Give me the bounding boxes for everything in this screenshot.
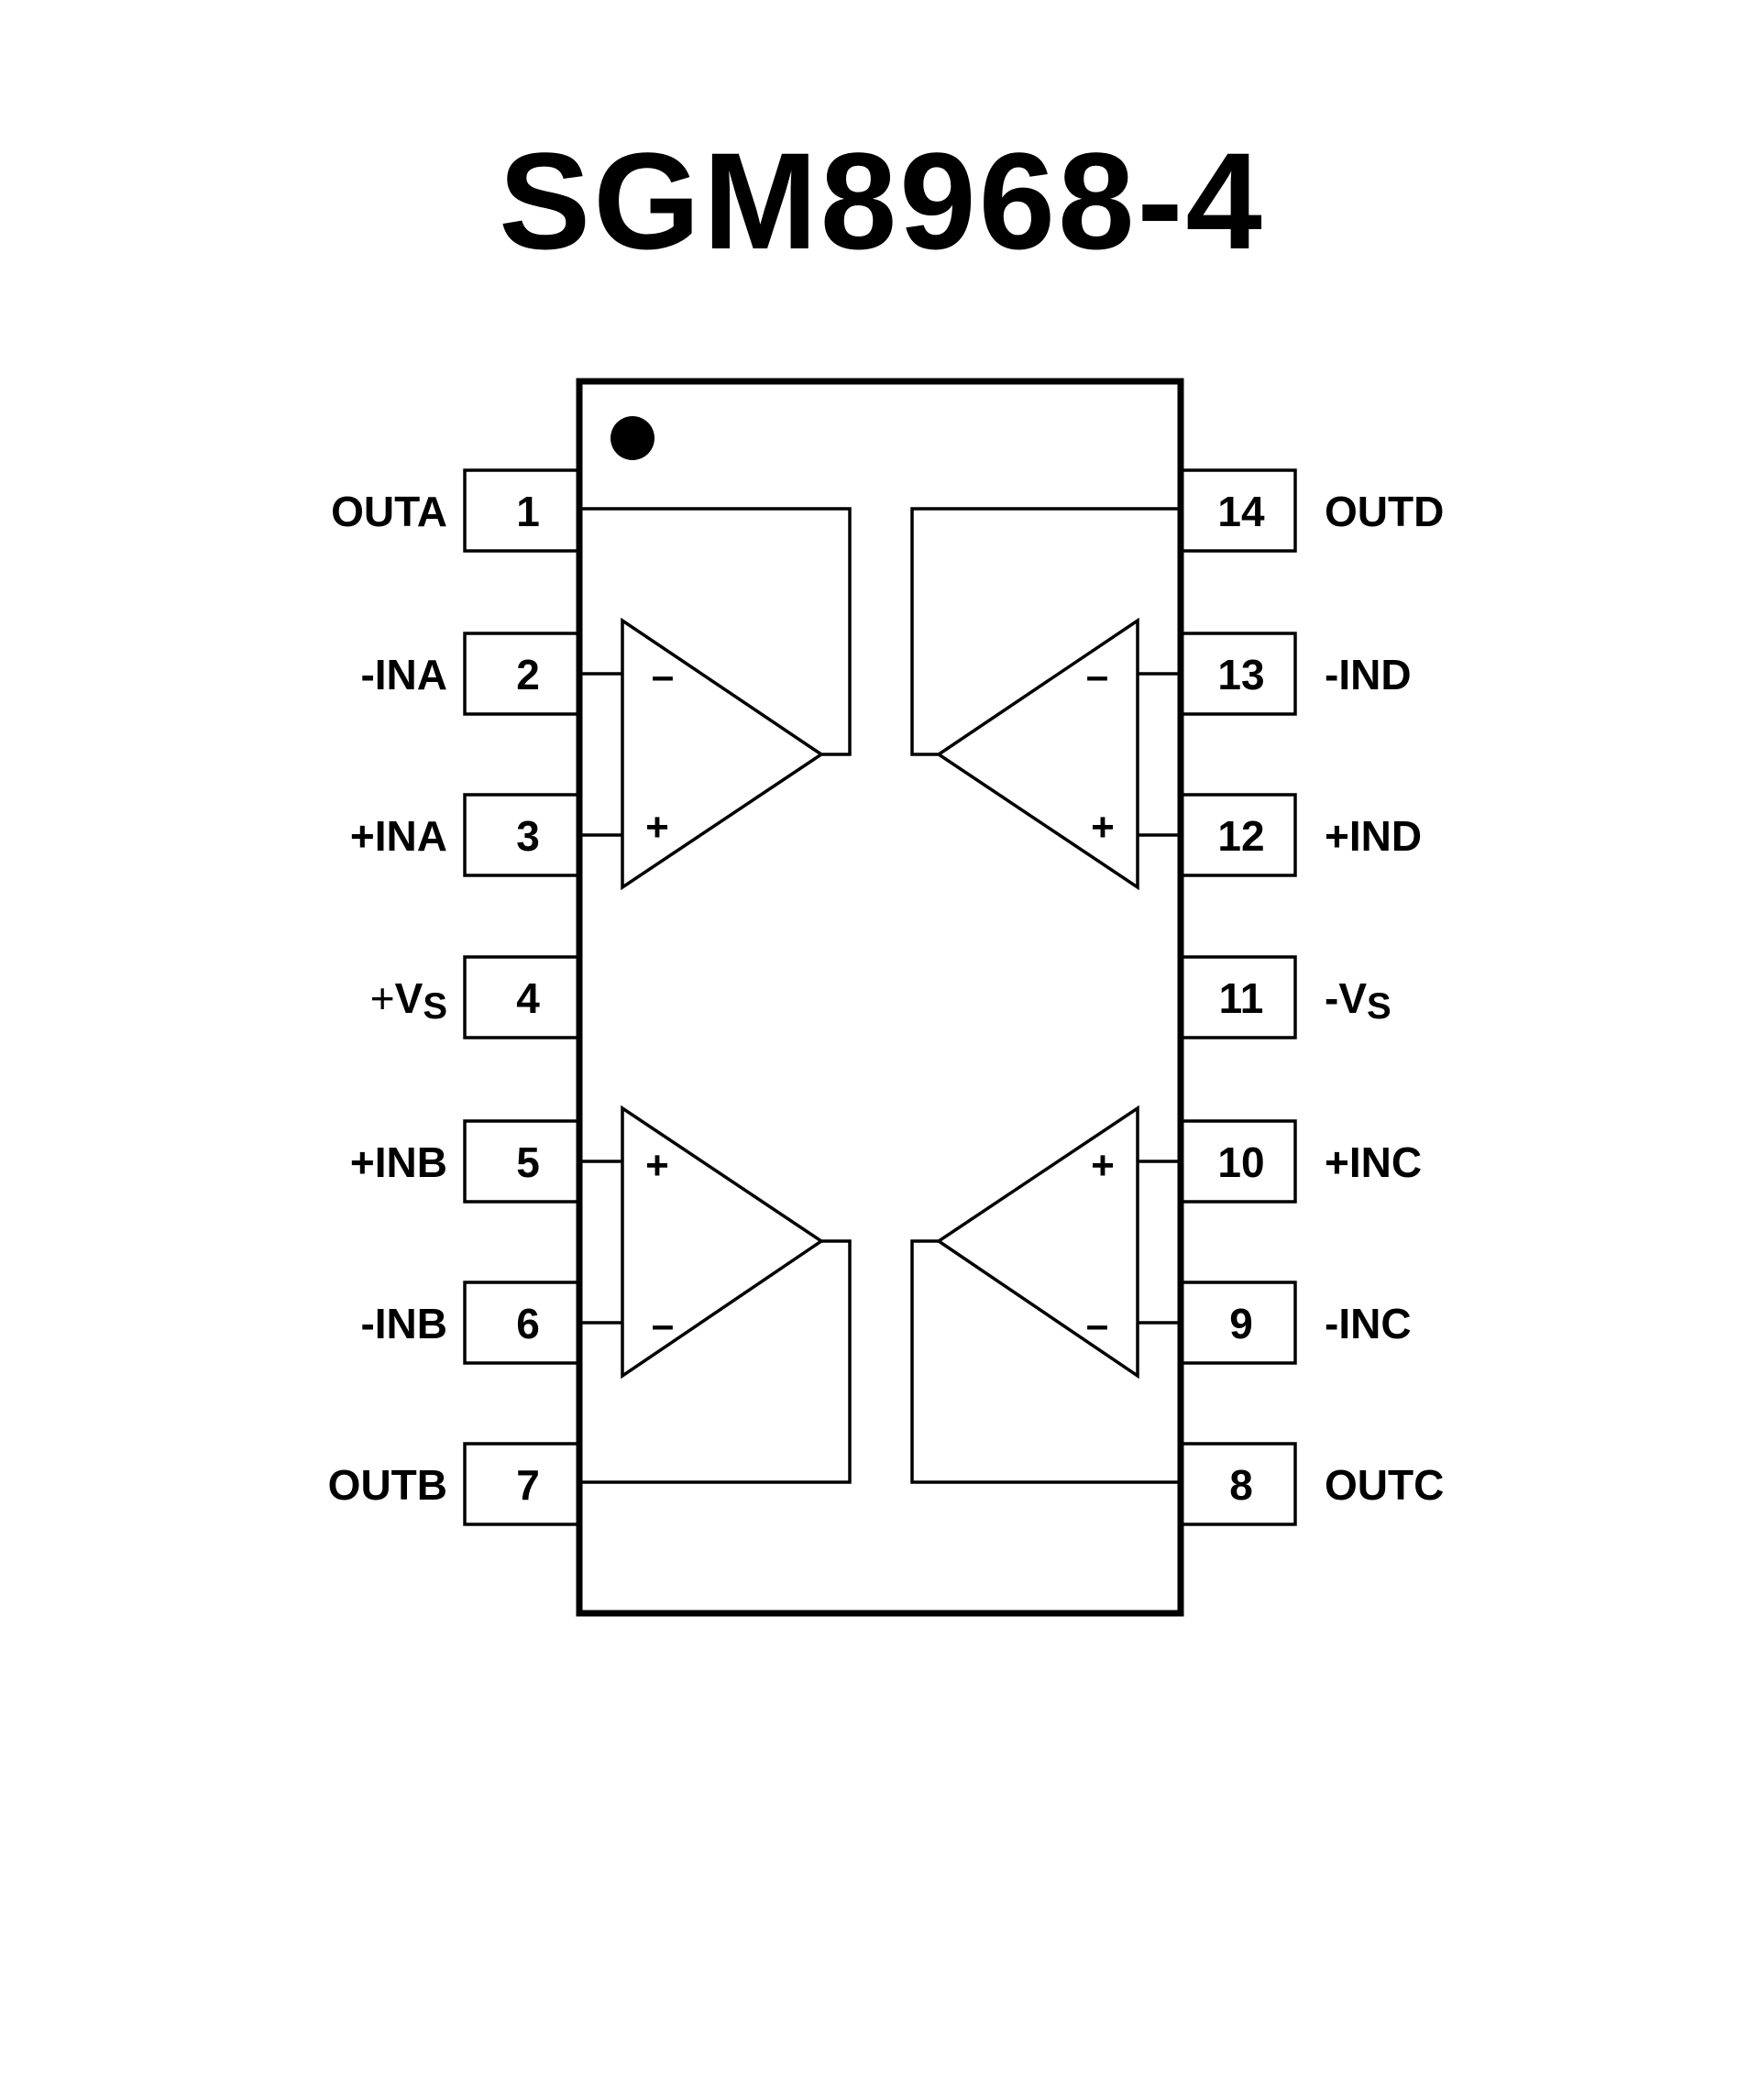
feedback-wire-a — [582, 507, 852, 756]
pin-number: 2 — [516, 651, 540, 698]
pin-number: 8 — [1229, 1461, 1253, 1509]
pin-number: 4 — [516, 974, 540, 1022]
pin-box — [463, 793, 584, 877]
pin-5: 5 +INB — [350, 1119, 584, 1204]
pin-number: 1 — [516, 488, 540, 535]
opamp-c: + – — [910, 1105, 1178, 1484]
pin1-dot-icon — [610, 416, 654, 460]
inverting-sign: – — [652, 1303, 674, 1347]
noninverting-sign: + — [1091, 805, 1115, 850]
pin-number: 9 — [1229, 1300, 1253, 1347]
pin-12: 12 +IND — [1176, 793, 1422, 877]
pin-label: -INB — [360, 1300, 447, 1347]
pin-9: 9 -INC — [1176, 1281, 1412, 1365]
pin-box — [463, 632, 584, 716]
chip-body — [576, 378, 1184, 1617]
pin-14: 14 OUTD — [1176, 468, 1444, 553]
pin-box — [1176, 955, 1297, 1039]
pin-box — [463, 1281, 584, 1365]
pin-number: 14 — [1217, 488, 1265, 535]
inverting-sign: – — [1086, 1303, 1108, 1347]
opamp-triangle-c — [935, 1105, 1139, 1380]
pin-number: 12 — [1217, 812, 1264, 860]
inverting-sign: – — [1086, 654, 1108, 698]
pin-label-sub: S — [1367, 986, 1392, 1027]
inverting-sign: – — [652, 654, 674, 698]
pin-label: OUTA — [331, 488, 447, 535]
pin-label: +IND — [1325, 812, 1422, 860]
opamp-triangle-a — [621, 617, 825, 891]
pin-label: -VS — [1325, 974, 1392, 1027]
feedback-wire-c — [910, 1239, 1178, 1484]
pin-label: +VS — [370, 974, 447, 1027]
pin-1: 1 OUTA — [331, 468, 584, 553]
pin-box — [463, 1442, 584, 1526]
pin-label: OUTD — [1325, 488, 1444, 535]
pin-11: 11 -VS — [1176, 955, 1392, 1039]
pin-number: 11 — [1219, 974, 1264, 1022]
pin-label-main: V — [395, 974, 424, 1022]
pin-label-sign: - — [1325, 974, 1338, 1022]
pin-label: -INC — [1325, 1300, 1412, 1347]
pin-number: 3 — [516, 812, 540, 860]
pin-label: -IND — [1325, 651, 1412, 698]
pin-box — [463, 468, 584, 553]
pin-label: OUTC — [1325, 1461, 1444, 1509]
opamp-b: + – — [582, 1105, 852, 1484]
pin-box — [1176, 1281, 1297, 1365]
pin-4: 4 +VS — [370, 955, 584, 1039]
noninverting-sign: + — [645, 1143, 669, 1188]
chip-title: SGM8968-4 — [499, 124, 1265, 278]
pin-13: 13 -IND — [1176, 632, 1412, 716]
pin-3: 3 +INA — [350, 793, 584, 877]
pin-number: 6 — [516, 1300, 540, 1347]
feedback-wire-d — [910, 507, 1178, 756]
pin-label-main: V — [1338, 974, 1367, 1022]
pin-8: 8 OUTC — [1176, 1442, 1444, 1526]
pin-6: 6 -INB — [360, 1281, 584, 1365]
pin-label-sub: S — [423, 986, 447, 1027]
pin-7: 7 OUTB — [328, 1442, 584, 1526]
pin-number: 5 — [516, 1138, 540, 1186]
noninverting-sign: + — [645, 805, 669, 850]
pin-box — [1176, 1119, 1297, 1204]
opamp-d: – + — [910, 507, 1178, 891]
opamp-triangle-d — [935, 617, 1139, 891]
left-pins: 1 OUTA 2 -INA 3 +INA 4 +VS 5 +INB 6 -INB 7 OUTB — [328, 468, 584, 1526]
pin-label: +INB — [350, 1138, 447, 1186]
pin-label: OUTB — [328, 1461, 447, 1509]
pin-box — [1176, 1442, 1297, 1526]
pin-label: +INA — [350, 812, 447, 860]
noninverting-sign: + — [1091, 1143, 1115, 1188]
pin-number: 10 — [1217, 1138, 1264, 1186]
pin-number: 13 — [1217, 651, 1264, 698]
feedback-wire-b — [582, 1239, 852, 1484]
pin-label: -INA — [360, 651, 447, 698]
pin-label-sign: + — [370, 974, 395, 1022]
pin-label: +INC — [1325, 1138, 1422, 1186]
right-pins: 14 OUTD 13 -IND 12 +IND 11 -VS 10 +INC 9 -INC 8 OUTC — [1176, 468, 1444, 1526]
pin-number: 7 — [516, 1461, 540, 1509]
pin-2: 2 -INA — [360, 632, 584, 716]
opamp-triangle-b — [621, 1105, 825, 1380]
opamp-a: – + — [582, 507, 852, 891]
pin-box — [463, 1119, 584, 1204]
pin-10: 10 +INC — [1176, 1119, 1422, 1204]
